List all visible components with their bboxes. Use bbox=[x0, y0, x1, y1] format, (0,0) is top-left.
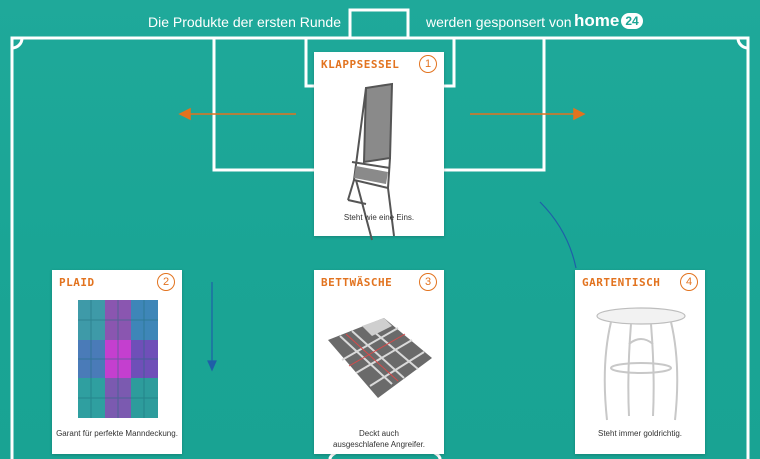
product-card-bettwaesche[interactable]: BETTWÄSCHE 3 Deckt auch ausgeschlafene A… bbox=[314, 270, 444, 454]
brand-badge: 24 bbox=[621, 13, 643, 29]
bed-linen-image bbox=[328, 318, 432, 398]
goal bbox=[348, 8, 410, 40]
product-card-gartentisch[interactable]: GARTENTISCH 4 Steht immer goldrichtig. bbox=[575, 270, 705, 454]
header-left-text: Die Produkte der ersten Runde bbox=[148, 14, 341, 30]
product-title: GARTENTISCH bbox=[582, 276, 661, 289]
arrow-left bbox=[178, 107, 296, 121]
product-caption: Garant für perfekte Manndeckung. bbox=[56, 429, 178, 438]
arrow-curve-blue bbox=[539, 201, 577, 269]
header: Die Produkte der ersten Runde werden ges… bbox=[0, 6, 760, 36]
garden-table-image bbox=[596, 307, 686, 421]
product-card-plaid[interactable]: PLAID 2 Garant für perfekte Manndeckung. bbox=[52, 270, 182, 454]
product-number-badge: 4 bbox=[680, 273, 698, 291]
product-title: PLAID bbox=[59, 276, 95, 289]
product-caption: Steht wie eine Eins. bbox=[343, 213, 415, 222]
brand-name: home bbox=[574, 11, 620, 30]
product-card-klappsessel[interactable]: KLAPPSESSEL 1 Steht wie eine Eins. bbox=[314, 52, 444, 241]
product-title: KLAPPSESSEL bbox=[321, 58, 400, 71]
corner-arc-left bbox=[11, 37, 24, 50]
sponsor-logo[interactable]: home 24 bbox=[574, 11, 643, 31]
product-caption: Deckt auch ausgeschlafene Angreifer. bbox=[332, 429, 426, 449]
folding-chair-image bbox=[347, 82, 395, 241]
product-caption: Steht immer goldrichtig. bbox=[597, 429, 683, 438]
product-title: BETTWÄSCHE bbox=[321, 276, 393, 289]
header-right-text: werden gesponsert von bbox=[426, 14, 572, 30]
product-number-badge: 1 bbox=[419, 55, 437, 73]
arrow-down-blue bbox=[207, 282, 217, 372]
product-number-badge: 2 bbox=[157, 273, 175, 291]
plaid-blanket-image bbox=[78, 300, 158, 418]
corner-arc-right bbox=[736, 37, 749, 50]
product-number-badge: 3 bbox=[419, 273, 437, 291]
arrow-right bbox=[470, 107, 586, 121]
